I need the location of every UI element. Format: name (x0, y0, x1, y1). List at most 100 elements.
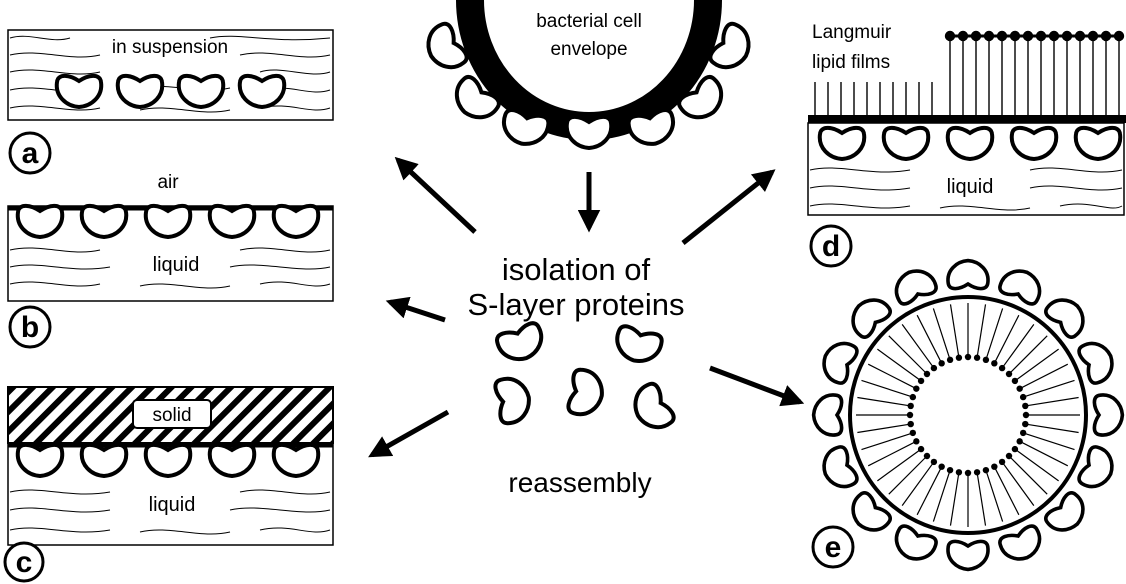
lipid-head (908, 421, 914, 427)
lipid-head (931, 459, 937, 465)
lipid-head (1006, 453, 1012, 459)
svg-text:a: a (22, 137, 39, 170)
lipid-head (983, 467, 989, 473)
lipid-tail (977, 304, 985, 357)
lipid-tail (977, 472, 985, 525)
lipid-head (974, 355, 980, 361)
s-layer-subunit (1094, 395, 1122, 435)
lipid-tail (950, 304, 958, 357)
lipid-head (1016, 438, 1022, 444)
lipid-head (947, 467, 953, 473)
lipid-head (924, 453, 930, 459)
lipid-head (983, 357, 989, 363)
panel-letter-e: e (813, 527, 853, 567)
lipid-head (974, 469, 980, 475)
panel-letter-a: a (10, 133, 50, 173)
lipid-tail (1009, 456, 1047, 494)
panel-d: Langmuir lipid films (808, 22, 1126, 266)
arrow-to-b (390, 302, 445, 320)
lipid-head (910, 430, 916, 436)
lipid-head (1022, 403, 1028, 409)
lipid-head (924, 371, 930, 377)
lipid-head (1022, 421, 1028, 427)
lipid-tail (877, 349, 921, 381)
lipid-head (918, 446, 924, 452)
lipid-tail (950, 472, 958, 525)
lipid-head (907, 412, 913, 418)
reassembly-label: reassembly (508, 467, 651, 498)
panel-d-label-line2: lipid films (812, 52, 890, 73)
lipid-head (910, 394, 916, 400)
lipid-head (947, 357, 953, 363)
lipid-head (999, 459, 1005, 465)
arrow-to-c (372, 412, 448, 455)
lipid-head (931, 365, 937, 371)
lipid-head (938, 360, 944, 366)
lipid-headgroups (808, 115, 1126, 123)
panel-e: e (813, 261, 1122, 570)
lipid-head (1012, 378, 1018, 384)
lipid-head (913, 438, 919, 444)
lipid-tail (1002, 462, 1034, 506)
arrow-to-a (398, 160, 475, 232)
panel-b-medium: liquid (153, 254, 200, 276)
panel-c-medium: liquid (149, 494, 196, 516)
arrow-to-d (683, 172, 772, 243)
s-layer-vesicle (814, 261, 1123, 570)
panel-b: air liquid b (8, 172, 333, 347)
lipid-head (956, 355, 962, 361)
lipid-head (1020, 430, 1026, 436)
lipid-head (938, 463, 944, 469)
lipid-tail (1015, 349, 1059, 381)
s-layer-subunit (998, 524, 1046, 565)
s-layer-subunits (18, 445, 318, 476)
lipid-film-top (946, 32, 1124, 118)
panel-c: solid liquid c (5, 387, 333, 581)
lipid-tail (1025, 397, 1078, 405)
s-layer-subunit (818, 445, 859, 493)
s-layer-subunit (948, 261, 988, 289)
s-layer-subunit (948, 541, 988, 569)
envelope-label-line1: bacterial cell (536, 11, 642, 32)
s-layer-subunit (1077, 445, 1118, 493)
panel-a-text: in suspension (112, 37, 228, 58)
lipid-tail (889, 336, 927, 374)
panel-a: in suspension a (8, 30, 333, 173)
lipid-tail (902, 462, 934, 506)
lipid-tail (1015, 449, 1059, 481)
lipid-tail (857, 397, 910, 405)
isolation-line1: isolation of (502, 252, 651, 287)
panel-letter-d: d (811, 226, 851, 266)
lipid-tail (889, 456, 927, 494)
lipid-head (908, 403, 914, 409)
lipid-head (965, 470, 971, 476)
s-layer-subunit (890, 265, 938, 306)
lipid-head (956, 469, 962, 475)
panel-letter-b: b (10, 307, 50, 347)
lipid-head (1023, 412, 1029, 418)
svg-text:e: e (825, 531, 842, 564)
s-layer-subunit (998, 265, 1046, 306)
panel-b-air: air (157, 172, 179, 193)
lipid-tail (1002, 324, 1034, 368)
lipid-tail (857, 424, 910, 432)
lipid-head (991, 360, 997, 366)
free-s-layer-proteins (494, 321, 676, 435)
s-layer-subunit (1077, 337, 1118, 385)
lipid-head (1012, 446, 1018, 452)
svg-text:c: c (16, 546, 33, 579)
envelope-label-line2: envelope (550, 39, 627, 60)
lipid-head (1020, 394, 1026, 400)
svg-text:d: d (822, 230, 840, 263)
panel-d-medium: liquid (947, 176, 994, 198)
s-layer-subunit (814, 395, 842, 435)
lipid-head (913, 385, 919, 391)
svg-text:b: b (21, 311, 39, 344)
arrow-to-e (710, 368, 800, 402)
lipid-head (999, 365, 1005, 371)
lipid-head (1016, 385, 1022, 391)
lipid-tail (1025, 424, 1078, 432)
panel-letter-c: c (5, 543, 43, 581)
lipid-head (1006, 371, 1012, 377)
